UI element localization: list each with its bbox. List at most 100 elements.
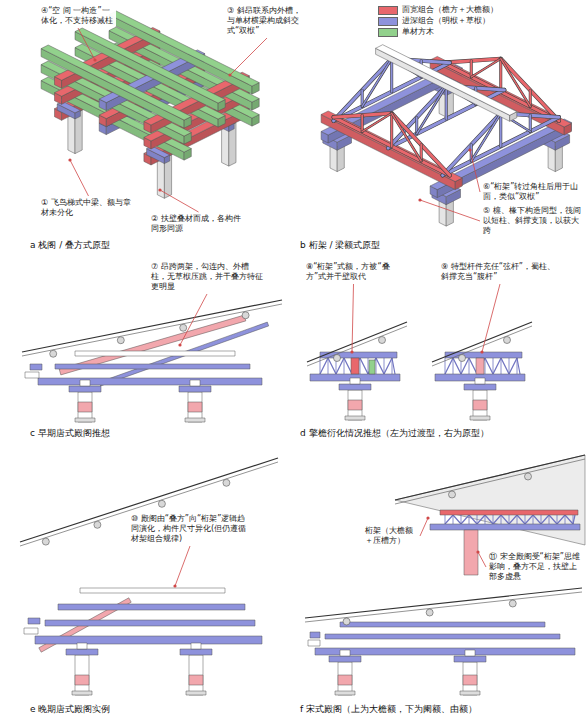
legend-swatch xyxy=(378,6,398,15)
panel-caption: f 宋式殿阁（上为大檐额，下为阑额、由额） xyxy=(300,704,477,715)
lattice xyxy=(517,358,520,374)
truss-post xyxy=(390,113,393,146)
truss-brace xyxy=(362,113,392,131)
leader-line xyxy=(160,190,199,212)
leader-line xyxy=(70,160,89,196)
leader-dot xyxy=(350,350,353,353)
truss xyxy=(392,113,450,175)
truss-brace xyxy=(392,113,422,161)
leader-line xyxy=(470,150,480,192)
lattice xyxy=(501,358,509,374)
lattice xyxy=(517,515,525,524)
truss xyxy=(443,113,501,175)
beam xyxy=(164,155,171,199)
leader-line xyxy=(420,518,428,536)
lattice-post xyxy=(533,515,534,524)
beam-band xyxy=(445,352,522,358)
truss-brace xyxy=(417,86,447,134)
lattice-post xyxy=(485,515,486,524)
callout-text: ③ 斜昂联系内外槽，与单材横梁构成斜交式“双栿” xyxy=(226,6,308,36)
column-band xyxy=(188,402,202,412)
leader-dot xyxy=(93,58,96,61)
leader-line xyxy=(230,38,267,75)
lattice-post xyxy=(557,515,558,524)
purlin xyxy=(449,491,456,498)
rafter-line xyxy=(22,304,282,356)
purlin xyxy=(426,609,433,616)
column-base xyxy=(186,691,206,695)
roof-line xyxy=(395,455,585,500)
legend-swatch xyxy=(378,17,398,26)
bracket xyxy=(179,386,211,392)
lattice xyxy=(557,515,565,524)
column xyxy=(463,662,477,695)
bracket-block xyxy=(80,380,90,386)
truss-brace xyxy=(471,113,501,161)
leader-dot xyxy=(228,73,231,76)
beam xyxy=(41,45,191,120)
column-band xyxy=(189,675,203,685)
lattice-post xyxy=(344,358,345,374)
bracket xyxy=(69,386,101,392)
callout-text: ⑦ 昂跨两架，勾连内、外槽柱，无草栿压跳，并干叠方特征更明显 xyxy=(150,262,264,292)
lattice-post xyxy=(573,515,574,524)
truss-brace xyxy=(362,59,392,107)
block xyxy=(30,364,42,370)
block xyxy=(464,530,478,575)
rafter-line xyxy=(20,462,278,546)
truss-post xyxy=(391,59,393,92)
callout-text: ⑩ 殿阁由“叠方”向“桁架”逻辑趋同演化，构件尺寸异化(但仍遵循材栔组合规律) xyxy=(130,514,250,544)
bracket xyxy=(454,656,486,662)
purlin xyxy=(180,324,187,331)
leader-dot xyxy=(426,516,429,519)
leader-dot xyxy=(68,158,71,161)
bracket xyxy=(66,649,98,655)
lattice-post xyxy=(485,358,486,374)
lattice xyxy=(573,515,575,524)
lattice xyxy=(392,358,395,374)
panel-a-drawing xyxy=(41,11,259,198)
lattice-post xyxy=(509,358,510,374)
leader-dot xyxy=(480,350,483,353)
callout-text: ② 扶壁叠材而成，各构件同形同源 xyxy=(150,214,247,234)
rafter-line xyxy=(305,592,582,622)
roof-line xyxy=(305,588,582,618)
column-band xyxy=(463,675,477,685)
leader-line xyxy=(78,28,95,60)
lattice-post xyxy=(453,515,454,524)
column xyxy=(473,390,487,420)
beam-band xyxy=(325,634,560,639)
lattice-post xyxy=(517,358,518,374)
bracket-block xyxy=(77,643,87,649)
bracket xyxy=(329,656,361,662)
legend-text: 进深组合（明栿＋草栿） xyxy=(402,16,490,26)
lattice xyxy=(525,515,533,524)
purlin xyxy=(525,473,532,480)
column-base xyxy=(335,691,355,695)
truss-post xyxy=(470,61,473,77)
callout-text: ⑨ 特型杆件充任“弦杆”，蜀柱、斜撑充当“腹杆” xyxy=(440,262,560,282)
purlin xyxy=(334,355,341,362)
truss-brace xyxy=(501,59,531,107)
beam-band xyxy=(320,352,397,358)
block xyxy=(24,628,38,634)
truss-brace xyxy=(501,59,531,107)
bracket-block xyxy=(190,380,200,386)
purlin xyxy=(343,618,350,625)
lattice-post xyxy=(477,515,478,524)
leader-line xyxy=(180,294,207,345)
lattice xyxy=(533,515,541,524)
column-base xyxy=(72,691,92,695)
purlin xyxy=(50,350,57,357)
rafter-line xyxy=(307,326,407,366)
leader-dot xyxy=(476,550,479,553)
leader-dot xyxy=(158,188,161,191)
lattice-post xyxy=(461,515,462,524)
beam-band xyxy=(35,636,262,644)
lattice xyxy=(565,515,573,524)
panel-caption: e 晚期唐式殿阁实例 xyxy=(30,704,110,715)
leader-line xyxy=(352,284,354,352)
lattice xyxy=(493,358,501,374)
lattice-post xyxy=(565,515,566,524)
truss-brace xyxy=(362,59,392,107)
